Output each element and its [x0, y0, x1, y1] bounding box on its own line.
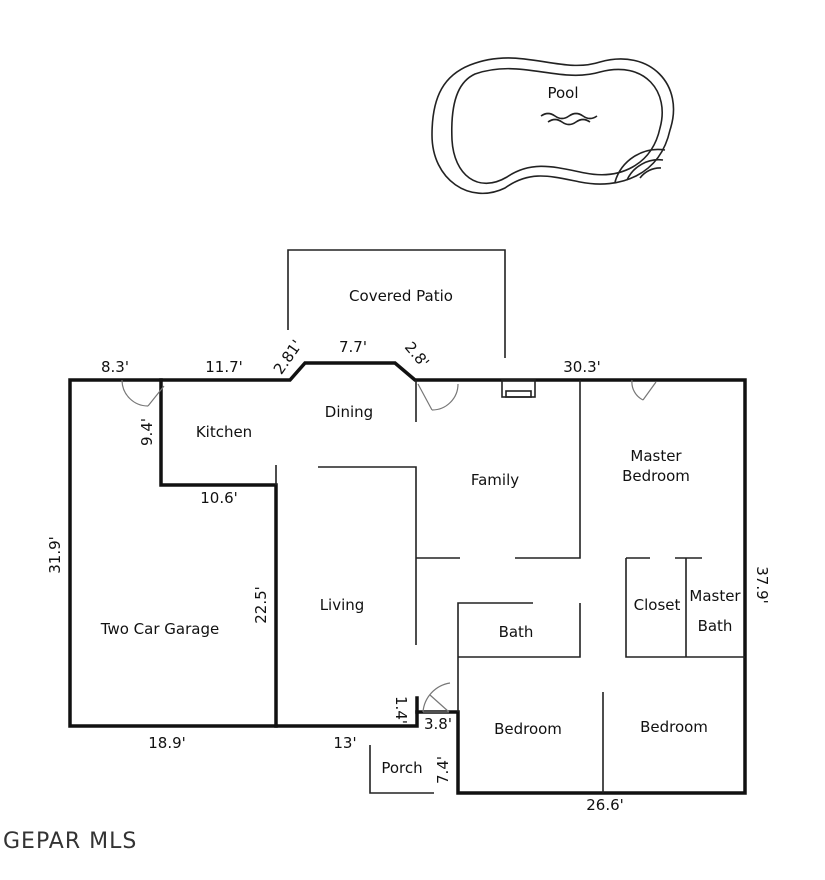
dim-kitchen-bottom: 10.6'	[200, 489, 238, 507]
dim-top-right: 30.3'	[563, 358, 601, 376]
interior-walls	[275, 379, 745, 794]
kitchen-label: Kitchen	[196, 423, 252, 441]
family-door-icon	[417, 383, 459, 411]
dim-porch-width: 3.8'	[424, 715, 452, 733]
bath-label: Bath	[499, 623, 534, 641]
master-bath-label-2: Bath	[698, 617, 733, 635]
master-door-icon	[631, 379, 657, 401]
dim-bay-right: 2.8'	[401, 338, 433, 371]
dim-bottom-living: 13'	[333, 734, 356, 752]
closet-label: Closet	[634, 596, 681, 614]
dim-bottom-garage: 18.9'	[148, 734, 186, 752]
dim-top-kitchen: 11.7'	[205, 358, 243, 376]
door-swings	[121, 379, 657, 713]
living-label: Living	[320, 596, 365, 614]
exterior-walls	[68, 361, 747, 795]
dim-bay-left: 2.81'	[270, 337, 306, 378]
family-label: Family	[471, 471, 519, 489]
covered-patio: Covered Patio	[287, 249, 506, 358]
dim-kitchen-side: 9.4'	[138, 418, 156, 446]
dim-garage-inner: 22.5'	[252, 586, 270, 624]
bedroom-label-2: Bedroom	[640, 718, 708, 736]
dim-porch-depth: 7.4'	[434, 756, 452, 784]
dim-right-side: 37.9'	[753, 566, 771, 604]
covered-patio-label: Covered Patio	[349, 287, 453, 305]
garage-door-icon	[121, 379, 165, 407]
porch-label: Porch	[381, 759, 422, 777]
dim-top-garage: 8.3'	[101, 358, 129, 376]
pool: Pool	[431, 57, 675, 195]
pool-label: Pool	[547, 84, 578, 102]
garage-label: Two Car Garage	[100, 620, 219, 638]
front-door-icon	[422, 682, 451, 713]
master-bedroom-label-2: Bedroom	[622, 467, 690, 485]
dim-bottom-bedrooms: 26.6'	[586, 796, 624, 814]
master-bedroom-label-1: Master	[630, 447, 682, 465]
watermark: GEPAR MLS	[3, 829, 137, 854]
master-bath-label-1: Master	[689, 587, 741, 605]
dim-porch-step: 1.4'	[392, 696, 410, 724]
dining-label: Dining	[325, 403, 373, 421]
bedroom-label-1: Bedroom	[494, 720, 562, 738]
dim-left-side: 31.9'	[46, 536, 64, 574]
dim-bay-mid: 7.7'	[339, 338, 367, 356]
